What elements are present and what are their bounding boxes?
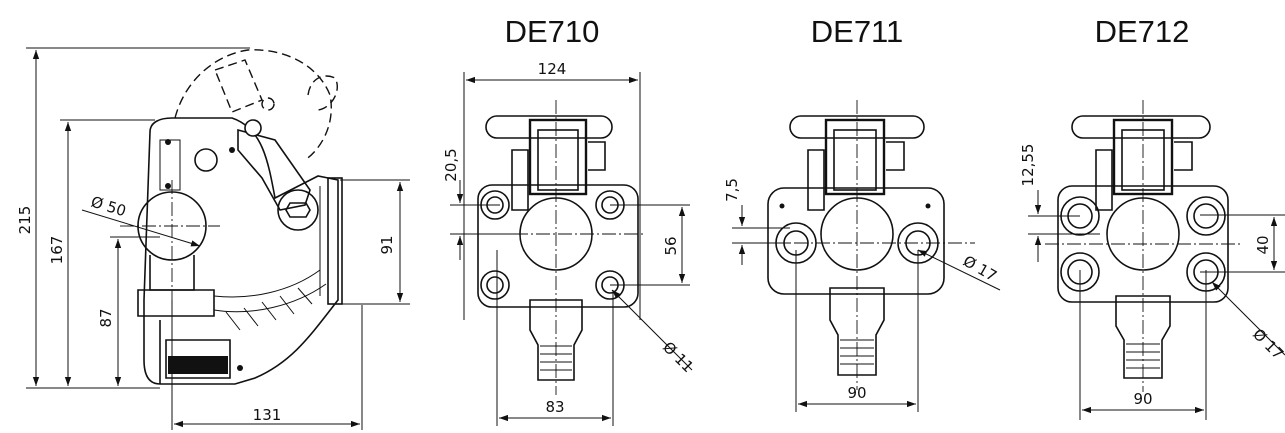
view-title: DE710 [505, 14, 600, 49]
dim-ball-diameter: Ø 50 [89, 193, 128, 221]
dim-offset: 7,5 [723, 178, 741, 202]
view-title: DE711 [811, 14, 904, 49]
dim-offset: 20,5 [442, 148, 460, 181]
view-title: DE712 [1095, 14, 1190, 49]
dim-total-height: 215 [16, 206, 34, 235]
view-de711: DE711 7,5 Ø 17 90 [723, 14, 1001, 412]
view-de712: DE712 12,55 40 Ø 17 90 [1019, 14, 1285, 420]
dim-length: 131 [253, 406, 282, 424]
view-de710: DE710 124 20,5 56 Ø 11 83 [442, 14, 697, 426]
dim-bottom-width: 90 [1133, 390, 1152, 408]
side-view: 215 167 87 91 Ø 50 131 [16, 47, 410, 430]
dim-top-width: 124 [538, 60, 567, 78]
dim-ball-height: 87 [97, 308, 115, 327]
dim-hole-diameter: Ø 17 [1249, 325, 1285, 363]
dim-flange-height: 91 [378, 235, 396, 254]
dim-bottom-width: 90 [847, 384, 866, 402]
dim-hole-diameter: Ø 11 [659, 338, 697, 376]
dim-hole-spacing: 56 [662, 236, 680, 255]
dim-hole-spacing: 40 [1254, 235, 1272, 254]
dim-bottom-width: 83 [545, 398, 564, 416]
dim-body-height: 167 [48, 236, 66, 265]
dim-offset: 12,55 [1019, 144, 1037, 187]
